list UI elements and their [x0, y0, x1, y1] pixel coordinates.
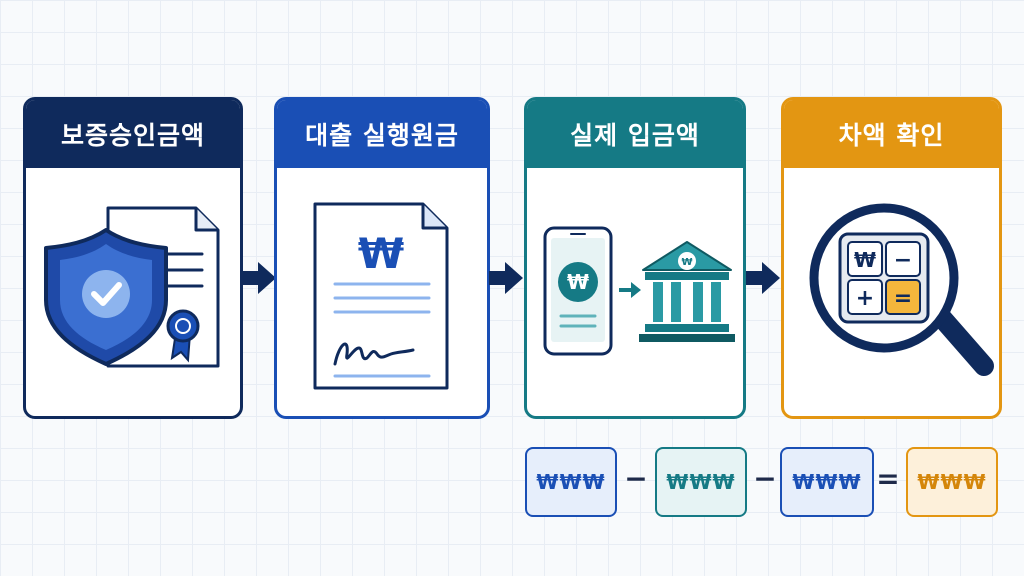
phone-to-bank-transfer-icon: ₩ ₩	[543, 226, 735, 356]
formula-box-guarantee: ₩₩₩	[525, 447, 617, 517]
step-title-actual-deposit: 실제 입금액	[527, 100, 743, 168]
step-title-difference-check: 차액 확인	[784, 100, 999, 168]
coin-won-symbol: ₩	[567, 270, 589, 294]
step-body-guarantee	[26, 168, 240, 416]
seal-icon	[166, 309, 200, 343]
formula-box-difference: ₩₩₩	[906, 447, 998, 517]
check-icon	[82, 270, 130, 318]
formula-box-deposit: ₩₩₩	[780, 447, 874, 517]
transfer-arrow-icon	[619, 282, 641, 298]
formula-equals: =	[876, 462, 900, 495]
loan-contract-document-icon: ₩	[313, 202, 449, 390]
doc-won-symbol: ₩	[358, 229, 404, 278]
step-body-actual-deposit: ₩ ₩	[527, 168, 743, 416]
step-card-actual-deposit: 실제 입금액 ₩ ₩	[524, 97, 746, 419]
magnifier-calculator-icon: ₩ − + =	[809, 203, 994, 376]
shield-check-certificate-icon	[44, 206, 220, 368]
calc-minus-key: −	[894, 248, 912, 273]
formula-minus-2: −	[753, 462, 777, 495]
step-card-guarantee: 보증승인금액	[23, 97, 243, 419]
signature-icon	[333, 342, 415, 366]
svg-text:₩: ₩	[681, 257, 692, 268]
step-card-loan-principal: 대출 실행원금 ₩	[274, 97, 490, 419]
step-card-difference-check: 차액 확인 ₩ − + =	[781, 97, 1002, 419]
step-body-loan-principal: ₩	[277, 168, 487, 416]
bank-icon: ₩	[639, 241, 735, 342]
formula-minus-1: −	[624, 462, 648, 495]
calc-won-key: ₩	[854, 248, 876, 272]
formula-box-loan: ₩₩₩	[655, 447, 747, 517]
step-title-guarantee: 보증승인금액	[26, 100, 240, 168]
coin-icon	[558, 262, 598, 302]
arrow-right-icon	[746, 262, 780, 294]
step-title-loan-principal: 대출 실행원금	[277, 100, 487, 168]
step-body-difference-check: ₩ − + =	[784, 168, 999, 416]
arrow-right-icon	[242, 262, 276, 294]
calc-equals-key: =	[894, 286, 912, 311]
arrow-right-icon	[489, 262, 523, 294]
calc-plus-key: +	[856, 286, 874, 311]
